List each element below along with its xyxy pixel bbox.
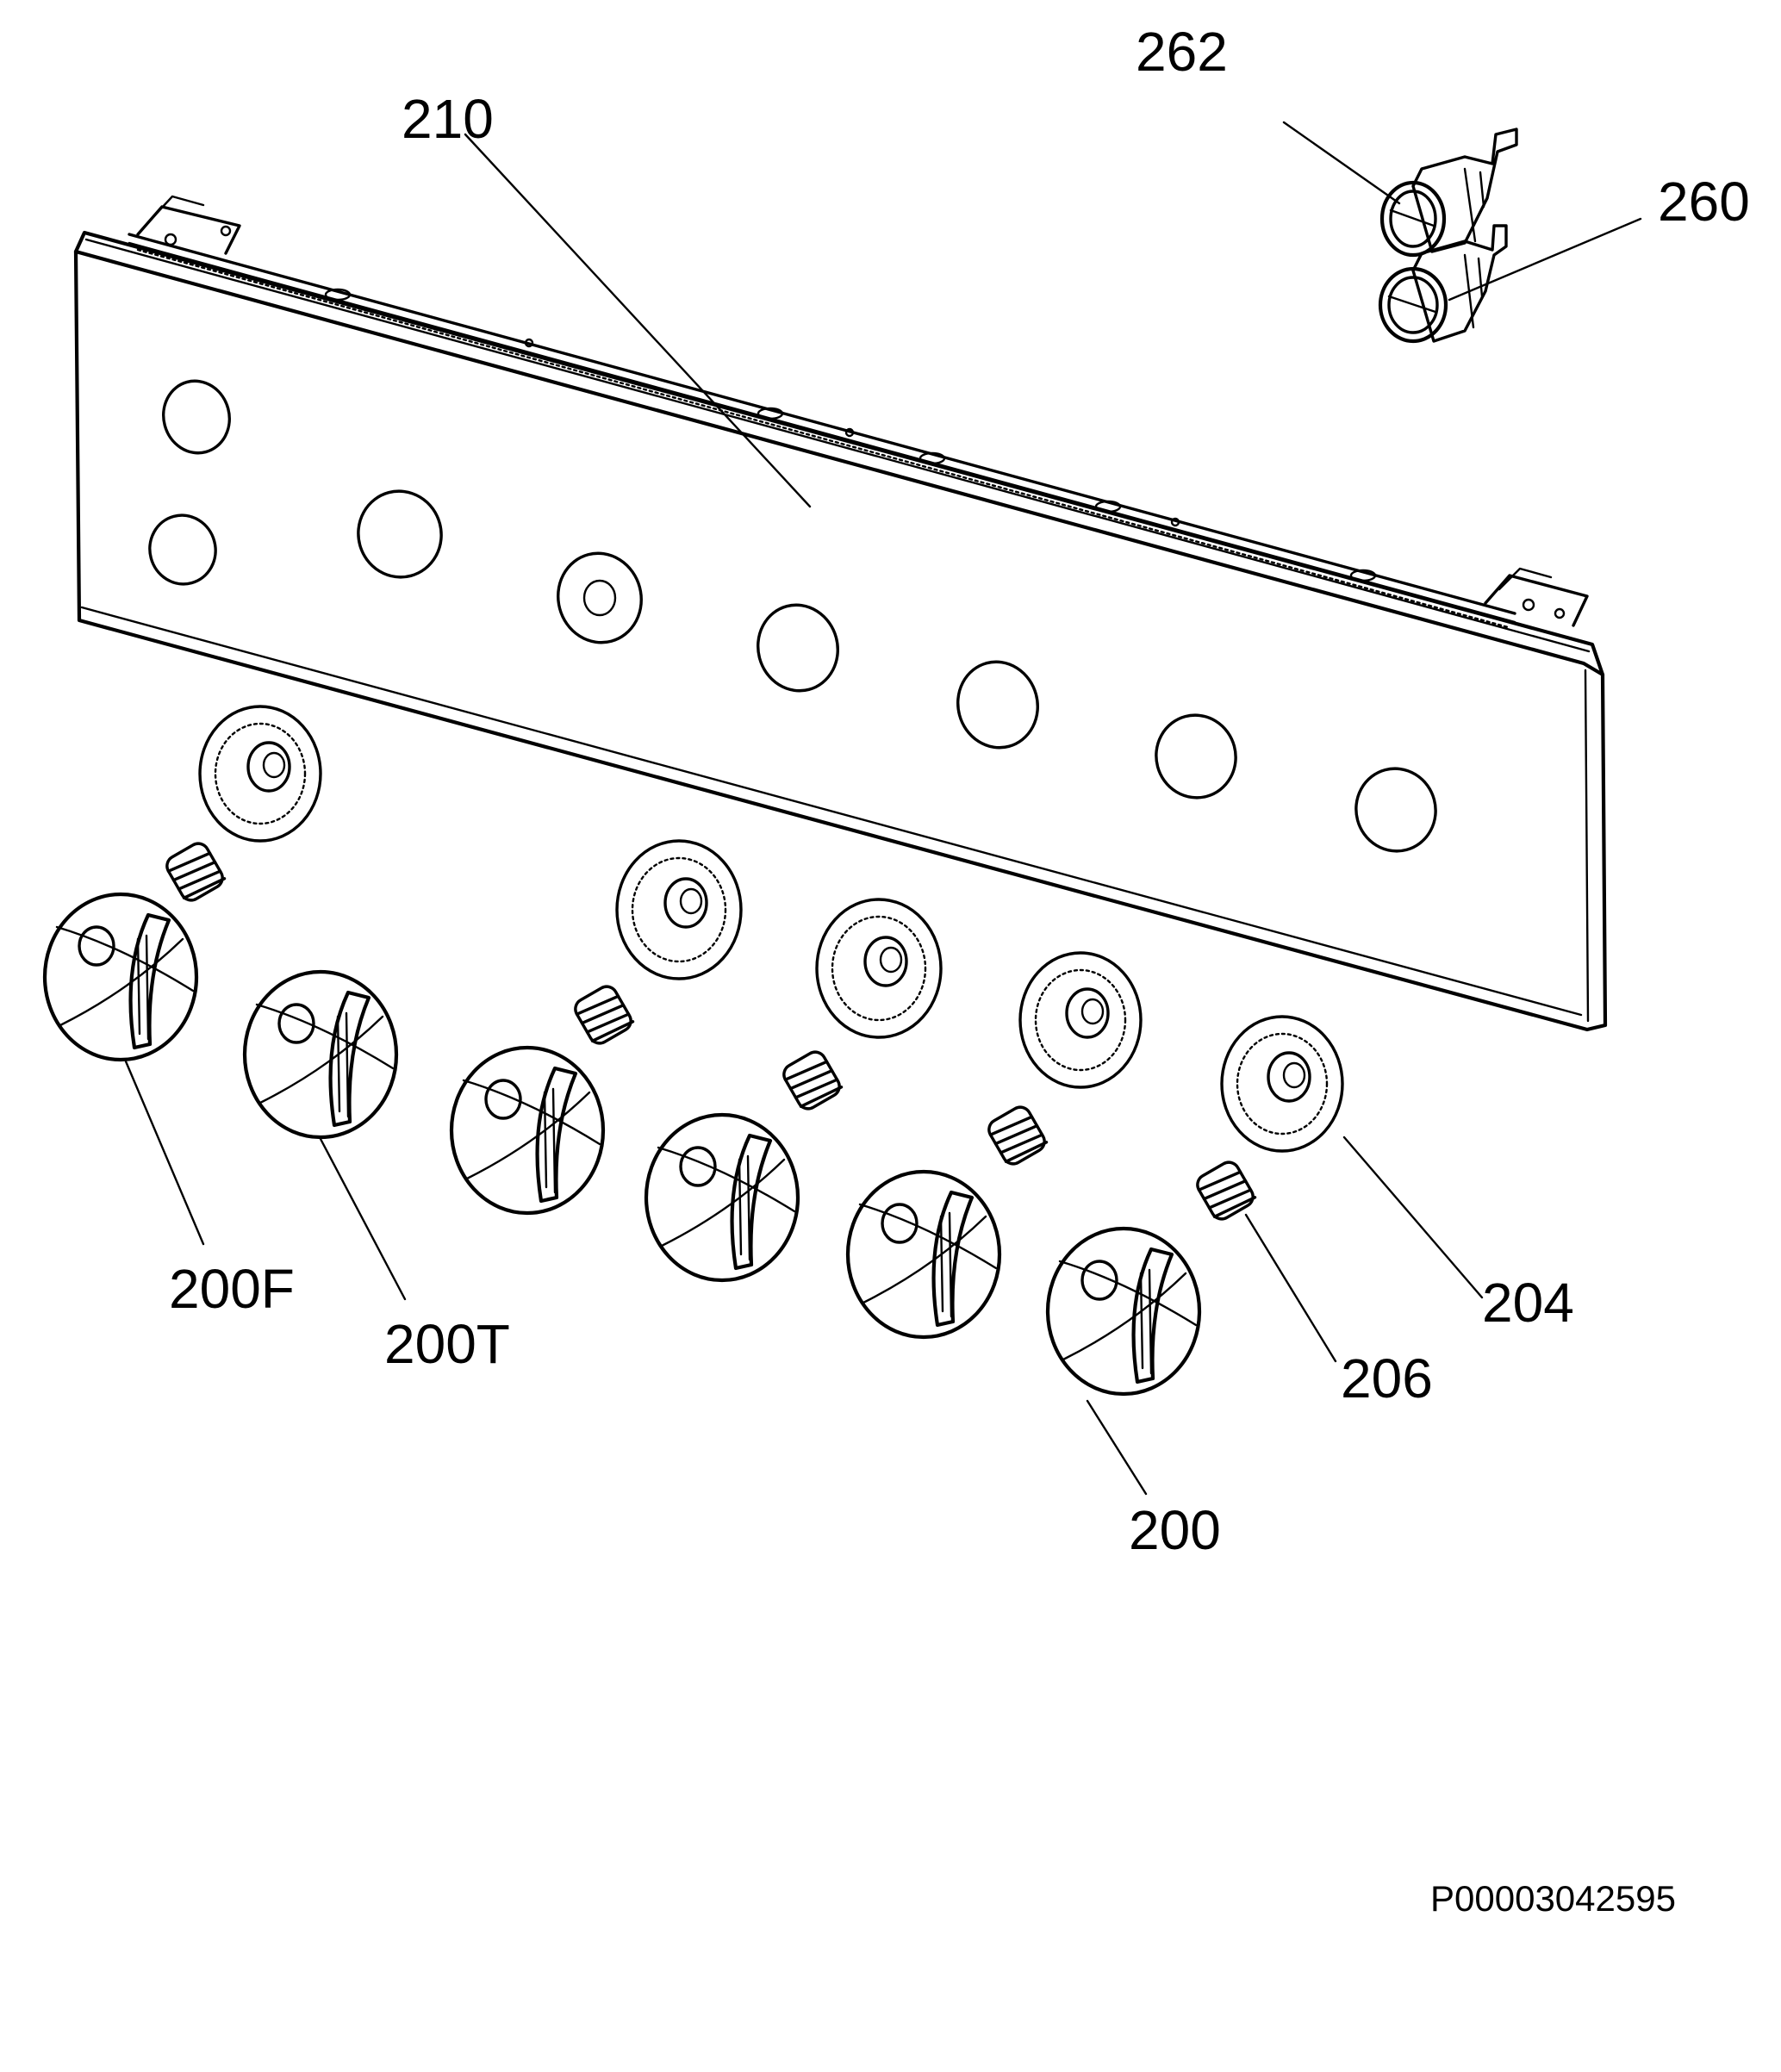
control-knob-200 [1045, 1226, 1202, 1397]
leader-262 [1282, 121, 1401, 205]
control-panel [73, 195, 1608, 1032]
control-knob-3 [449, 1045, 606, 1216]
control-knob-200T [242, 969, 399, 1140]
callout-200T: 200T [384, 1313, 510, 1375]
control-knob-4 [644, 1112, 800, 1283]
callout-200: 200 [1129, 1499, 1221, 1561]
callout-200F: 200F [169, 1258, 295, 1320]
drawing-code: P00003042595 [1430, 1878, 1676, 1919]
leader-260 [1448, 217, 1642, 302]
leader-206 [1244, 1213, 1337, 1363]
knob-bezel-3 [815, 898, 943, 1039]
leader-lines [124, 121, 1642, 1496]
control-knob-200F [42, 892, 199, 1062]
leader-204 [1342, 1136, 1484, 1299]
callout-210: 210 [402, 88, 494, 150]
callout-262: 262 [1136, 21, 1228, 83]
callout-206: 206 [1341, 1347, 1433, 1409]
leader-200 [1086, 1399, 1148, 1496]
knob-bezel-1 [198, 705, 322, 843]
leader-200F [124, 1060, 205, 1246]
knob-bezel-2 [615, 839, 743, 980]
spring-5 [1196, 1160, 1257, 1221]
spring-1 [165, 842, 227, 902]
indicator-lamp-lower [1378, 224, 1508, 344]
callout-204: 204 [1482, 1272, 1574, 1334]
spring-4 [987, 1105, 1049, 1166]
knob-bezel-5 [1220, 1015, 1344, 1153]
control-knob-5 [845, 1169, 1002, 1340]
callout-260: 260 [1658, 171, 1750, 233]
leader-210 [464, 133, 812, 508]
leader-200T [319, 1137, 407, 1301]
spring-2 [574, 985, 635, 1045]
knob-bezel-4 [1018, 951, 1143, 1089]
indicator-lamp-upper [1379, 128, 1518, 258]
spring-3 [782, 1050, 844, 1111]
